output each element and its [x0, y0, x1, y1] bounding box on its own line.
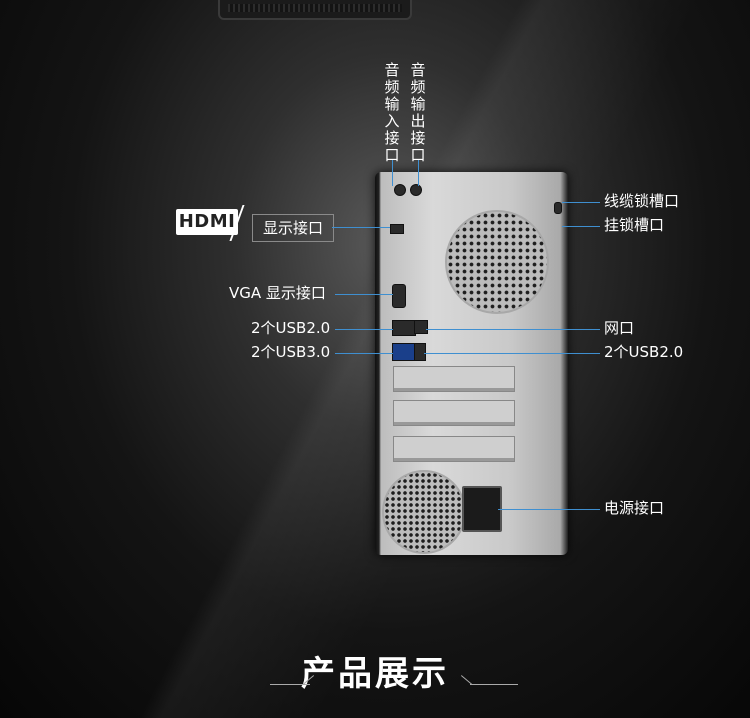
network-port	[414, 320, 428, 334]
usb20-right-ports	[414, 343, 426, 361]
usb30-left-label: 2个USB3.0	[251, 343, 331, 361]
vga-label: VGA 显示接口	[229, 284, 326, 302]
tower-top-edge	[218, 0, 412, 20]
rear-fan-grille	[445, 210, 549, 314]
network-leader	[426, 329, 600, 330]
audio-out-label: 音频输出接口	[410, 61, 426, 164]
audio-out-jack	[410, 184, 422, 196]
cable-lock-label: 线缆锁槽口	[604, 192, 680, 210]
usb30-left-ports	[392, 343, 416, 361]
network-label: 网口	[604, 319, 635, 337]
vga-port	[392, 284, 406, 308]
power-socket	[462, 486, 502, 532]
audio-in-jack	[394, 184, 406, 196]
title-deco-right	[470, 684, 518, 685]
lock-slot-label: 挂锁槽口	[604, 216, 665, 234]
hdmi-port	[390, 224, 404, 234]
lock-slot-leader	[562, 226, 600, 227]
title-deco-left	[270, 684, 310, 685]
expansion-slot-3	[393, 436, 515, 462]
psu-fan-grille	[382, 470, 466, 554]
power-label: 电源接口	[604, 499, 665, 517]
expansion-slot-1	[393, 366, 515, 392]
lock-slot-hole	[554, 202, 562, 214]
audio-in-label: 音频输入接口	[384, 61, 400, 164]
usb30-left-leader	[335, 353, 393, 354]
cable-lock-leader	[562, 202, 600, 203]
vga-leader	[335, 294, 393, 295]
usb20-left-label: 2个USB2.0	[251, 319, 331, 337]
usb20-left-ports	[392, 320, 416, 336]
hdmi-port-label: 显示接口	[252, 214, 334, 242]
hdmi-leader	[332, 227, 390, 228]
usb20-right-leader	[424, 353, 600, 354]
power-leader	[498, 509, 600, 510]
hdmi-badge: HDMI	[176, 209, 238, 235]
expansion-slot-2	[393, 400, 515, 426]
usb20-right-label: 2个USB2.0	[604, 343, 684, 361]
section-title: 产品展示	[301, 654, 449, 694]
usb20-left-leader	[335, 329, 393, 330]
audio-in-leader	[392, 160, 393, 186]
audio-out-leader	[418, 160, 419, 186]
